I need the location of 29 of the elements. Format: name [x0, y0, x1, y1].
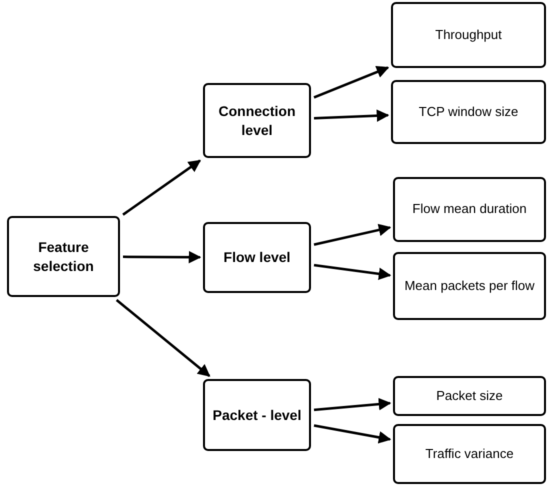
node-label: Packet - level [212, 406, 302, 424]
process-box [203, 83, 311, 158]
process-box [393, 252, 546, 320]
node-label: Throughput [435, 26, 502, 44]
arrow [314, 424, 392, 444]
node-label: Connection level [218, 102, 296, 139]
node-label: Flow mean duration [412, 201, 527, 218]
node-label: TCP window size [418, 104, 518, 120]
process-box [203, 222, 311, 293]
process-box [203, 379, 311, 451]
arrow [116, 299, 210, 377]
node-label: Traffic variance [425, 446, 514, 462]
node-label: Flow level [224, 248, 290, 267]
arrow [314, 109, 390, 122]
arrow [314, 264, 392, 280]
node-label: Packet size [436, 388, 503, 404]
arrow [314, 224, 392, 246]
process-box [391, 2, 546, 68]
arrow [123, 250, 202, 264]
process-box [391, 80, 546, 144]
node-label: Mean packets per flow [404, 278, 535, 294]
process-box [393, 177, 546, 242]
node-label: Feature selection [32, 238, 95, 275]
process-box [7, 216, 120, 297]
arrow [314, 66, 390, 99]
process-box [393, 376, 546, 416]
arrow [122, 160, 202, 216]
process-box [393, 424, 546, 484]
arrow [314, 398, 392, 412]
